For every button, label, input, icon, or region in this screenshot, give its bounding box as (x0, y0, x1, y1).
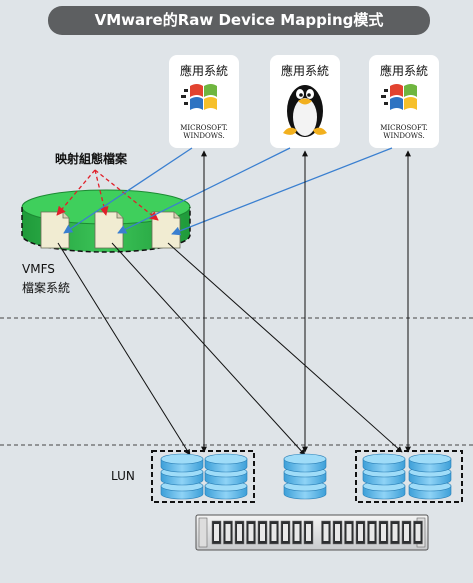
vmfs-label-line2: 檔案系統 (22, 281, 71, 295)
host-1-logo-line1: MICROSOFT. (180, 124, 228, 132)
windows-logo-icon (381, 84, 417, 110)
vmfs-label-line1: VMFS (22, 262, 55, 276)
host-3-label: 應用系統 (379, 64, 428, 78)
host-1-label: 應用系統 (179, 64, 228, 78)
mapping-to-lun-arrows (57, 242, 403, 456)
mapping-file-1 (40, 211, 70, 249)
mapping-file-pointers (56, 169, 159, 221)
disk-stack-icon (408, 453, 452, 500)
linux-tux-icon (283, 85, 327, 137)
lun-disks (160, 453, 452, 500)
host-to-lun-direct-arrows (201, 150, 411, 453)
disk-stack-icon (362, 453, 406, 500)
windows-logo-icon (181, 84, 217, 110)
host-1-logo-line2: WINDOWS. (183, 132, 225, 140)
disk-stack-icon (283, 453, 327, 500)
disk-stack-icon (160, 453, 204, 500)
mapping-file-3 (151, 211, 181, 249)
host-3-logo-line2: WINDOWS. (383, 132, 425, 140)
title-bar (48, 6, 430, 35)
host-2-label: 應用系統 (280, 64, 329, 78)
mapping-file-2 (94, 211, 124, 249)
mapping-file-label: 映射組態檔案 (55, 152, 128, 166)
disk-stack-icon (204, 453, 248, 500)
lun-group-1-frame (151, 450, 255, 503)
host-3-logo-line1: MICROSOFT. (380, 124, 428, 132)
diagram-title: VMware的Raw Device Mapping模式 (94, 11, 384, 29)
storage-array-icon (195, 514, 429, 551)
lun-group-3-frame (355, 450, 463, 503)
lun-label: LUN (111, 469, 135, 483)
